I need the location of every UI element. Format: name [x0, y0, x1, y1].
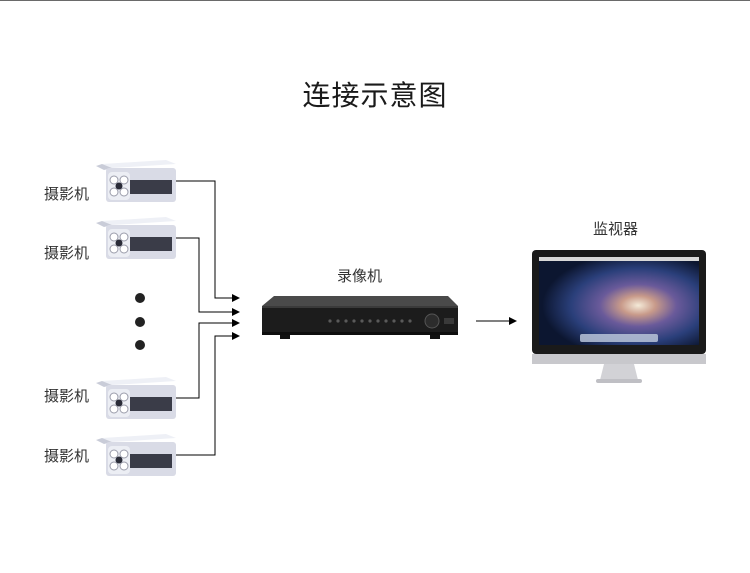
security-camera-icon: [96, 156, 178, 208]
camera-label-4: 摄影机: [44, 447, 90, 465]
recorder-label: 录像机: [337, 267, 383, 285]
camera-label-1: 摄影机: [44, 185, 90, 203]
monitor-label: 监视器: [593, 220, 639, 238]
top-border-line: [0, 0, 750, 1]
diagram-title: 连接示意图: [302, 79, 448, 112]
wire-camera-3: [176, 319, 240, 399]
dvr-recorder-icon: [260, 294, 460, 344]
camera-label-3: 摄影机: [44, 387, 90, 405]
security-camera-icon: [96, 213, 178, 265]
ellipsis-dot: [135, 340, 145, 350]
wire-camera-4: [176, 332, 240, 456]
security-camera-icon: [96, 430, 178, 482]
desktop-monitor-icon: [530, 248, 708, 390]
camera-label-2: 摄影机: [44, 244, 90, 262]
security-camera-icon: [96, 373, 178, 425]
ellipsis-dot: [135, 293, 145, 303]
wire-camera-2: [176, 237, 240, 316]
ellipsis-dot: [135, 317, 145, 327]
wire-camera-1: [176, 180, 240, 302]
